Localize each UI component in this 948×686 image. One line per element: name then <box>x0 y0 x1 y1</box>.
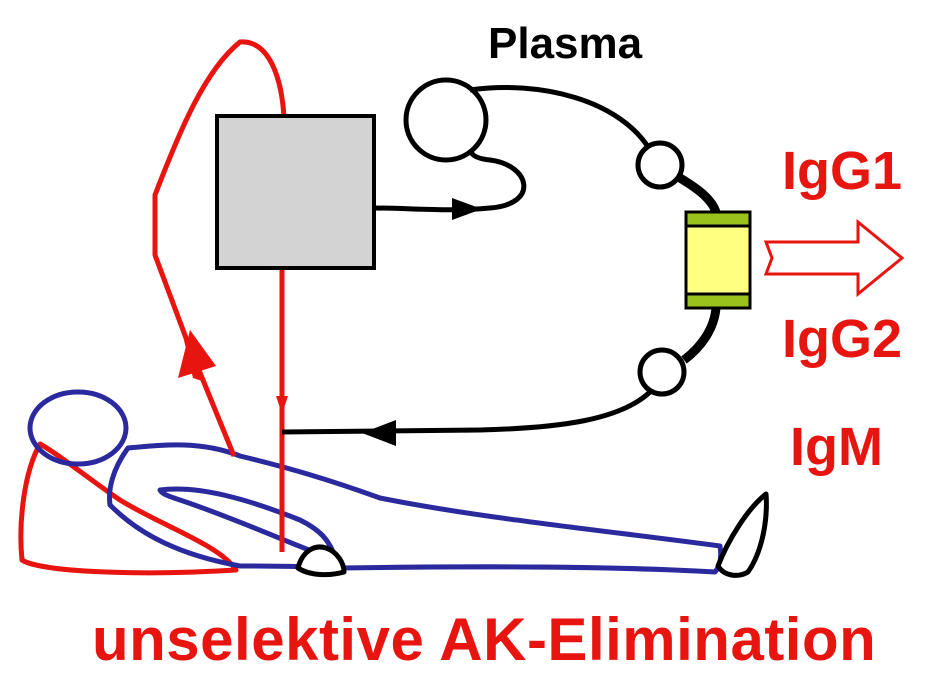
plasma-line-top <box>469 85 653 152</box>
igg2-label: IgG2 <box>782 309 903 369</box>
plasma-return-line <box>281 390 652 435</box>
igg1-label: IgG1 <box>782 141 903 201</box>
plasma-line-from-column <box>681 307 721 364</box>
patient-hand <box>295 544 347 578</box>
red-arrowhead-down-icon <box>276 396 288 414</box>
patient-foot <box>715 491 769 578</box>
plasma-line-out <box>373 138 527 213</box>
patient-head <box>27 389 129 467</box>
pump-circle-top <box>635 140 685 190</box>
plasma-chamber-circle <box>403 77 489 163</box>
column-band-bottom <box>684 292 752 310</box>
black-arrowhead-left-icon <box>362 420 396 446</box>
hollow-arrow-right-icon <box>763 218 905 298</box>
caption-title: unselektive AK-Elimination <box>92 606 877 673</box>
column-band-top <box>684 210 752 228</box>
adsorber-column <box>684 210 752 310</box>
blood-flow-arrow-icon <box>178 330 216 378</box>
igm-label: IgM <box>790 417 883 477</box>
plasma-separator-box <box>215 114 376 270</box>
plasma-label: Plasma <box>488 19 643 68</box>
pump-circle-bottom <box>637 347 687 397</box>
patient-wedge <box>18 441 239 576</box>
plasma-line-to-column <box>677 174 721 214</box>
patient-body <box>107 442 724 575</box>
black-arrowhead-right-icon <box>452 198 482 220</box>
blood-line-to-machine <box>152 39 287 457</box>
